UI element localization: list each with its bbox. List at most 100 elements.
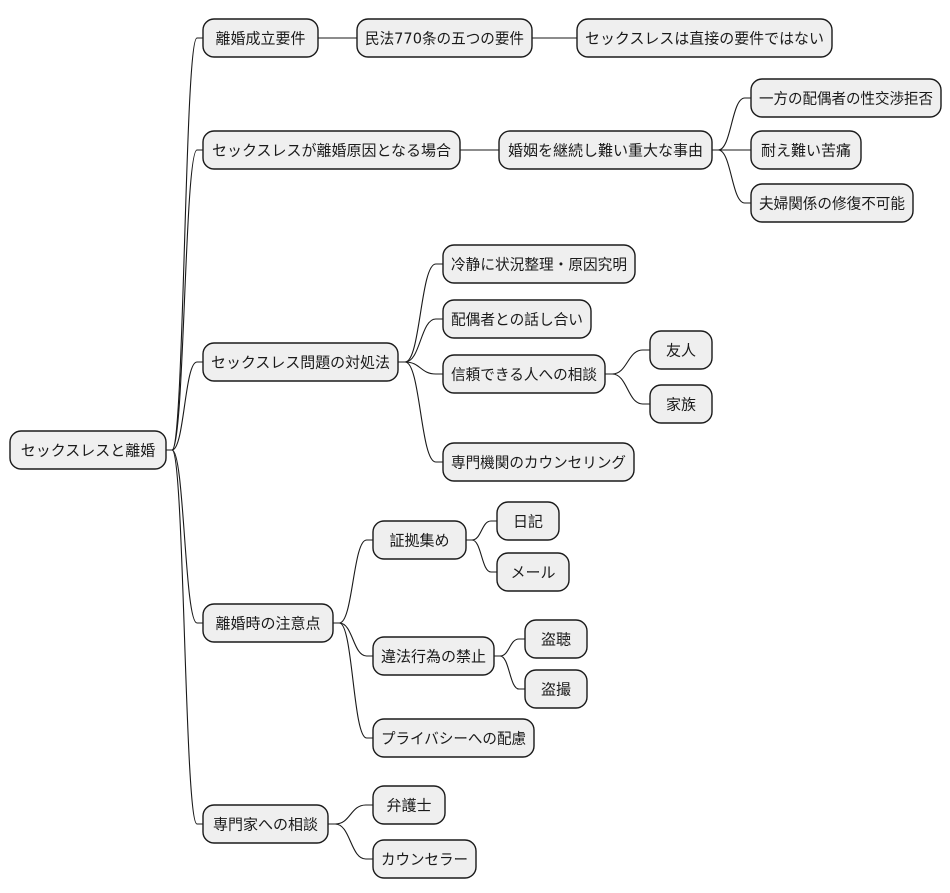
node-label: メール <box>510 564 555 582</box>
mindmap-node-b2c1c3[interactable]: 夫婦関係の修復不可能 <box>750 183 914 223</box>
mindmap-node-b2c1c1[interactable]: 一方の配偶者の性交渉拒否 <box>750 78 942 118</box>
node-label: 弁護士 <box>386 797 431 815</box>
mindmap-node-b3c3[interactable]: 信頼できる人への相談 <box>442 354 606 394</box>
edge-b4c1-to-b4c1c2 <box>465 539 498 573</box>
edge-b4-to-b4c3 <box>332 622 374 739</box>
node-label: 離婚時の注意点 <box>215 615 320 633</box>
node-label: 証拠集め <box>389 532 449 550</box>
mindmap-node-b1c1c1[interactable]: セックスレスは直接の要件ではない <box>576 18 833 58</box>
node-shape <box>442 354 606 394</box>
mindmap-node-b1[interactable]: 離婚成立要件 <box>202 18 319 58</box>
node-label: セックスレス問題の対処法 <box>211 354 390 372</box>
edge-b3c3-to-b3c3c2 <box>604 373 651 405</box>
node-label: 友人 <box>666 342 696 360</box>
mindmap-node-b3c2[interactable]: 配偶者との話し合い <box>442 299 592 339</box>
edge-b5-to-b5c2 <box>327 823 374 860</box>
node-label: 離婚成立要件 <box>215 30 305 48</box>
mindmap-node-b2[interactable]: セックスレスが離婚原因となる場合 <box>202 130 461 170</box>
node-label: 一方の配偶者の性交渉拒否 <box>759 90 933 108</box>
edge-root-to-b3 <box>165 361 204 451</box>
edge-b4-to-b4c2 <box>332 622 374 657</box>
node-layer: セックスレスと離婚 離婚成立要件 民法770条の五つの要件 セックスレスは直接の要件で… <box>9 18 942 879</box>
node-label: 耐え難い苦痛 <box>761 142 851 160</box>
node-shape <box>372 520 467 560</box>
mindmap-node-b3c4[interactable]: 専門機関のカウンセリング <box>442 442 635 482</box>
edge-root-to-b5 <box>165 449 204 825</box>
edge-b3c3-to-b3c3c1 <box>604 349 651 375</box>
node-shape <box>576 18 833 58</box>
node-label: 信頼できる人への相談 <box>451 366 597 384</box>
mindmap-node-b4c2c1[interactable]: 盗聴 <box>524 619 588 659</box>
edge-b2c1-to-b2c1c3 <box>711 149 752 204</box>
edge-b2c1-to-b2c1c1 <box>711 97 752 151</box>
node-shape <box>442 442 635 482</box>
node-shape <box>372 636 495 676</box>
node-shape <box>372 785 446 825</box>
edge-b3-to-b3c2 <box>397 318 444 363</box>
edge-b4c1-to-b4c1c1 <box>465 520 498 541</box>
mindmap-node-b5c1[interactable]: 弁護士 <box>372 785 446 825</box>
node-shape <box>750 130 862 170</box>
node-label: 民法770条の五つの要件 <box>365 30 524 48</box>
node-shape <box>524 619 588 659</box>
edge-root-to-b2 <box>165 149 204 451</box>
node-shape <box>202 804 329 844</box>
mindmap-node-b3c1[interactable]: 冷静に状況整理・原因究明 <box>442 244 636 284</box>
mindmap-node-b4c2[interactable]: 違法行為の禁止 <box>372 636 495 676</box>
node-label: 違法行為の禁止 <box>381 648 486 666</box>
mindmap-node-b3[interactable]: セックスレス問題の対処法 <box>202 342 399 382</box>
node-label: 専門家への相談 <box>213 816 318 834</box>
node-shape <box>496 552 570 592</box>
edge-b3-to-b3c1 <box>397 263 444 363</box>
mindmap-node-b4c1[interactable]: 証拠集め <box>372 520 467 560</box>
node-shape <box>9 430 167 470</box>
node-label: 専門機関のカウンセリング <box>451 454 626 472</box>
mindmap-node-b4c2c2[interactable]: 盗撮 <box>524 669 588 709</box>
edge-b4c2-to-b4c2c1 <box>493 638 526 657</box>
mindmap-node-root[interactable]: セックスレスと離婚 <box>9 430 167 470</box>
node-shape <box>356 18 533 58</box>
mindmap-node-b3c3c1[interactable]: 友人 <box>649 330 713 370</box>
edge-root-to-b1 <box>165 37 204 451</box>
node-shape <box>498 130 713 170</box>
node-shape <box>202 18 319 58</box>
edge-b4-to-b4c1 <box>332 539 374 624</box>
node-label: 日記 <box>513 513 543 531</box>
mindmap-node-b4[interactable]: 離婚時の注意点 <box>202 603 334 643</box>
mindmap-node-b4c3[interactable]: プライバシーへの配慮 <box>372 718 535 758</box>
mindmap-node-b2c1[interactable]: 婚姻を継続し難い重大な事由 <box>498 130 713 170</box>
edge-root-to-b4 <box>165 449 204 624</box>
node-label: セックスレスは直接の要件ではない <box>585 30 824 48</box>
mindmap-node-b1c1[interactable]: 民法770条の五つの要件 <box>356 18 533 58</box>
mindmap-node-b4c1c1[interactable]: 日記 <box>496 501 560 541</box>
node-shape <box>372 718 535 758</box>
mindmap-node-b2c1c2[interactable]: 耐え難い苦痛 <box>750 130 862 170</box>
node-shape <box>442 244 636 284</box>
edge-b3-to-b3c3 <box>397 361 444 375</box>
node-label: カウンセラー <box>381 851 468 869</box>
node-label: 配偶者との話し合い <box>451 311 583 329</box>
node-label: 夫婦関係の修復不可能 <box>759 195 905 213</box>
node-label: セックスレスが離婚原因となる場合 <box>212 142 451 160</box>
edge-b3-to-b3c4 <box>397 361 444 463</box>
node-label: セックスレスと離婚 <box>21 442 156 460</box>
edge-b5-to-b5c1 <box>327 804 374 825</box>
node-shape <box>649 330 713 370</box>
node-label: 婚姻を継続し難い重大な事由 <box>508 142 703 160</box>
node-label: 盗撮 <box>541 681 571 699</box>
edge-layer <box>165 37 752 860</box>
node-shape <box>496 501 560 541</box>
node-label: 冷静に状況整理・原因究明 <box>451 256 627 274</box>
node-label: プライバシーへの配慮 <box>381 730 526 748</box>
node-shape <box>649 384 713 424</box>
node-shape <box>202 603 334 643</box>
node-shape <box>524 669 588 709</box>
node-shape <box>202 342 399 382</box>
node-shape <box>372 839 477 879</box>
mindmap-node-b5c2[interactable]: カウンセラー <box>372 839 477 879</box>
mindmap-node-b3c3c2[interactable]: 家族 <box>649 384 713 424</box>
mindmap-node-b4c1c2[interactable]: メール <box>496 552 570 592</box>
mindmap-node-b5[interactable]: 専門家への相談 <box>202 804 329 844</box>
